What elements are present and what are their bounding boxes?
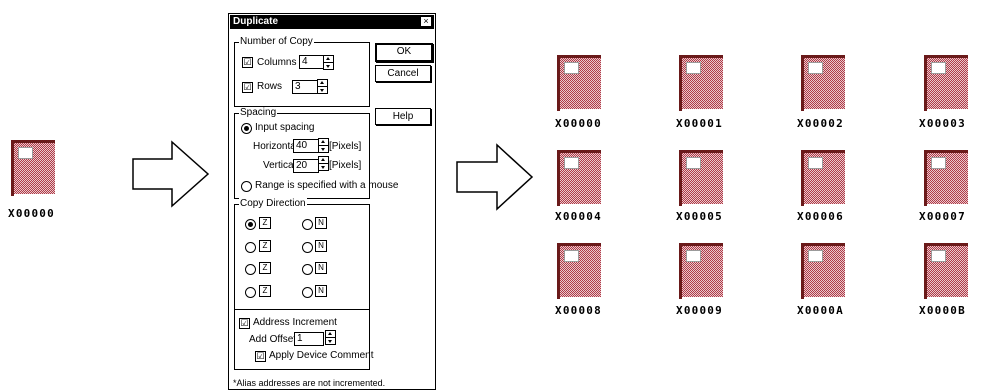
alias-note: *Alias addresses are not incremented.	[233, 378, 386, 388]
close-icon[interactable]: ×	[420, 16, 432, 27]
columns-spinner[interactable]	[323, 55, 334, 70]
spacing-group: Spacing Input spacing Horizontal 40 [Pix…	[234, 107, 398, 199]
direction-z-icon: Z	[259, 262, 271, 274]
lamp-indicator	[686, 157, 701, 169]
rows-checkbox[interactable]: ☑	[242, 82, 253, 93]
rows-input[interactable]: 3	[292, 80, 318, 94]
grid-part-label: X00004	[555, 210, 602, 223]
horizontal-unit: [Pixels]	[329, 141, 362, 152]
apply-comment-checkbox[interactable]: ☑	[255, 351, 266, 362]
rows-spinner[interactable]	[317, 79, 328, 94]
input-spacing-label: Input spacing	[255, 122, 315, 133]
grid-part	[679, 55, 723, 113]
direction-n-icon: N	[315, 262, 327, 274]
grid-part	[801, 243, 845, 301]
source-part-label: X00000	[8, 207, 55, 220]
lamp-indicator	[564, 62, 579, 74]
add-offset-label: Add Offset	[249, 334, 297, 345]
arrow-right-icon	[456, 143, 534, 211]
direction-radio-2[interactable]	[302, 219, 313, 230]
lamp-indicator	[931, 62, 946, 74]
vertical-label: Vertical	[263, 160, 296, 171]
grid-part	[924, 55, 968, 113]
columns-input[interactable]: 4	[299, 55, 325, 69]
direction-radio-4[interactable]	[302, 242, 313, 253]
grid-part	[679, 150, 723, 208]
columns-label: Columns	[257, 57, 297, 68]
direction-n-icon: N	[315, 240, 327, 252]
cancel-button[interactable]: Cancel	[375, 65, 431, 82]
number-of-copy-group: Number of Copy ☑ Columns 4 ☑ Rows 3	[234, 36, 370, 107]
apply-comment-label: Apply Device Comment	[269, 350, 374, 361]
copy-direction-group: Copy Direction Z Z Z Z N N N N	[234, 198, 370, 310]
horizontal-spacing-input[interactable]: 40	[293, 139, 319, 153]
grid-part	[557, 55, 601, 113]
arrow-right-icon	[132, 140, 210, 208]
number-of-copy-legend: Number of Copy	[239, 36, 314, 48]
grid-part-label: X00008	[555, 304, 602, 317]
grid-part-label: X00002	[797, 117, 844, 130]
grid-part-label: X00006	[797, 210, 844, 223]
dialog-title: Duplicate	[230, 15, 434, 29]
grid-part-label: X00007	[919, 210, 966, 223]
grid-part-label: X00000	[555, 117, 602, 130]
lamp-indicator	[808, 157, 823, 169]
grid-part-label: X00001	[676, 117, 723, 130]
lamp-indicator	[931, 157, 946, 169]
horizontal-spinner[interactable]	[318, 138, 329, 153]
lamp-indicator	[18, 147, 33, 159]
horizontal-label: Horizontal	[253, 141, 299, 152]
lamp-indicator	[808, 62, 823, 74]
lamp-indicator	[686, 62, 701, 74]
grid-part	[924, 150, 968, 208]
add-offset-input[interactable]: 1	[294, 332, 324, 346]
lamp-indicator	[564, 250, 579, 262]
lamp-indicator	[808, 250, 823, 262]
direction-n-icon: N	[315, 217, 327, 229]
direction-radio-3[interactable]	[245, 242, 256, 253]
ok-button[interactable]: OK	[375, 43, 433, 62]
spacing-legend: Spacing	[239, 107, 278, 119]
source-lamp-part	[11, 140, 55, 198]
grid-part-label: X00005	[676, 210, 723, 223]
lamp-indicator	[686, 250, 701, 262]
vertical-unit: [Pixels]	[329, 160, 362, 171]
address-increment-label: Address Increment	[253, 317, 337, 328]
direction-n-icon: N	[315, 285, 327, 297]
grid-part-label: X0000A	[797, 304, 844, 317]
grid-part	[557, 150, 601, 208]
duplicate-dialog: Duplicate × Number of Copy ☑ Columns 4 ☑…	[228, 13, 436, 390]
vertical-spacing-input[interactable]: 20	[293, 159, 319, 173]
grid-part	[924, 243, 968, 301]
vertical-spinner[interactable]	[318, 156, 329, 171]
direction-z-icon: Z	[259, 217, 271, 229]
grid-part	[801, 55, 845, 113]
direction-radio-5[interactable]	[245, 264, 256, 275]
lamp-indicator	[564, 157, 579, 169]
grid-part-label: X0000B	[919, 304, 966, 317]
range-by-mouse-radio[interactable]	[241, 181, 252, 192]
direction-n-icon: Z	[259, 285, 271, 297]
rows-label: Rows	[257, 81, 283, 92]
input-spacing-radio[interactable]	[241, 123, 252, 134]
grid-part	[801, 150, 845, 208]
grid-part	[679, 243, 723, 301]
direction-radio-6[interactable]	[302, 264, 313, 275]
help-button[interactable]: Help	[375, 108, 431, 125]
address-group: ☑ Address Increment Add Offset 1 ☑ Apply…	[234, 308, 374, 370]
direction-radio-1[interactable]	[245, 219, 256, 230]
copy-direction-legend: Copy Direction	[239, 198, 307, 210]
lamp-indicator	[931, 250, 946, 262]
direction-radio-7[interactable]	[245, 287, 256, 298]
grid-part-label: X00003	[919, 117, 966, 130]
address-increment-checkbox[interactable]: ☑	[239, 318, 250, 329]
grid-part-label: X00009	[676, 304, 723, 317]
columns-checkbox[interactable]: ☑	[242, 57, 253, 68]
direction-radio-8[interactable]	[302, 287, 313, 298]
grid-part	[557, 243, 601, 301]
range-by-mouse-label: Range is specified with a mouse	[255, 180, 399, 191]
add-offset-spinner[interactable]	[325, 330, 336, 345]
direction-n-icon: Z	[259, 240, 271, 252]
